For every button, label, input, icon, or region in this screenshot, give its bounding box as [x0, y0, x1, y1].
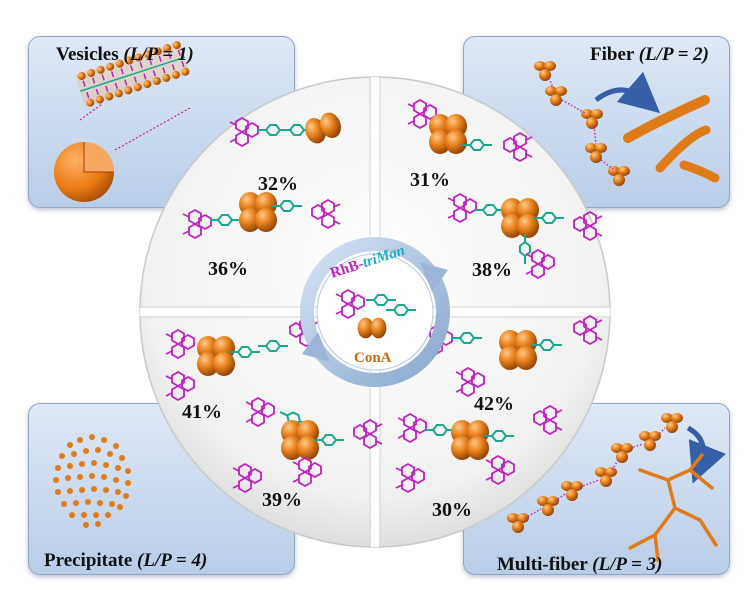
pct-br-upper: 42%	[474, 393, 514, 415]
pct-bl-upper: 41%	[182, 401, 222, 423]
fiber-illustration	[534, 61, 720, 186]
center-cycle: RhB-triMan ConA	[300, 237, 450, 387]
title-precipitate: Precipitate (L/P = 4)	[44, 550, 208, 571]
title-vesicles: Vesicles (L/P = 1)	[56, 44, 194, 65]
pct-tr-upper: 31%	[410, 169, 450, 191]
pct-br-lower: 30%	[432, 499, 472, 521]
vesicle-illustration	[54, 41, 191, 202]
pct-tl-lower: 36%	[208, 258, 248, 280]
pct-tr-lower: 38%	[472, 259, 512, 281]
center-protein-label: ConA	[354, 350, 392, 366]
pct-tl-upper: 32%	[258, 173, 298, 195]
title-fiber: Fiber (L/P = 2)	[590, 44, 710, 65]
pct-bl-lower: 39%	[262, 489, 302, 511]
title-multifiber: Multi-fiber (L/P = 3)	[497, 554, 663, 575]
precipitate-illustration	[53, 434, 131, 528]
multifiber-illustration	[507, 413, 726, 562]
